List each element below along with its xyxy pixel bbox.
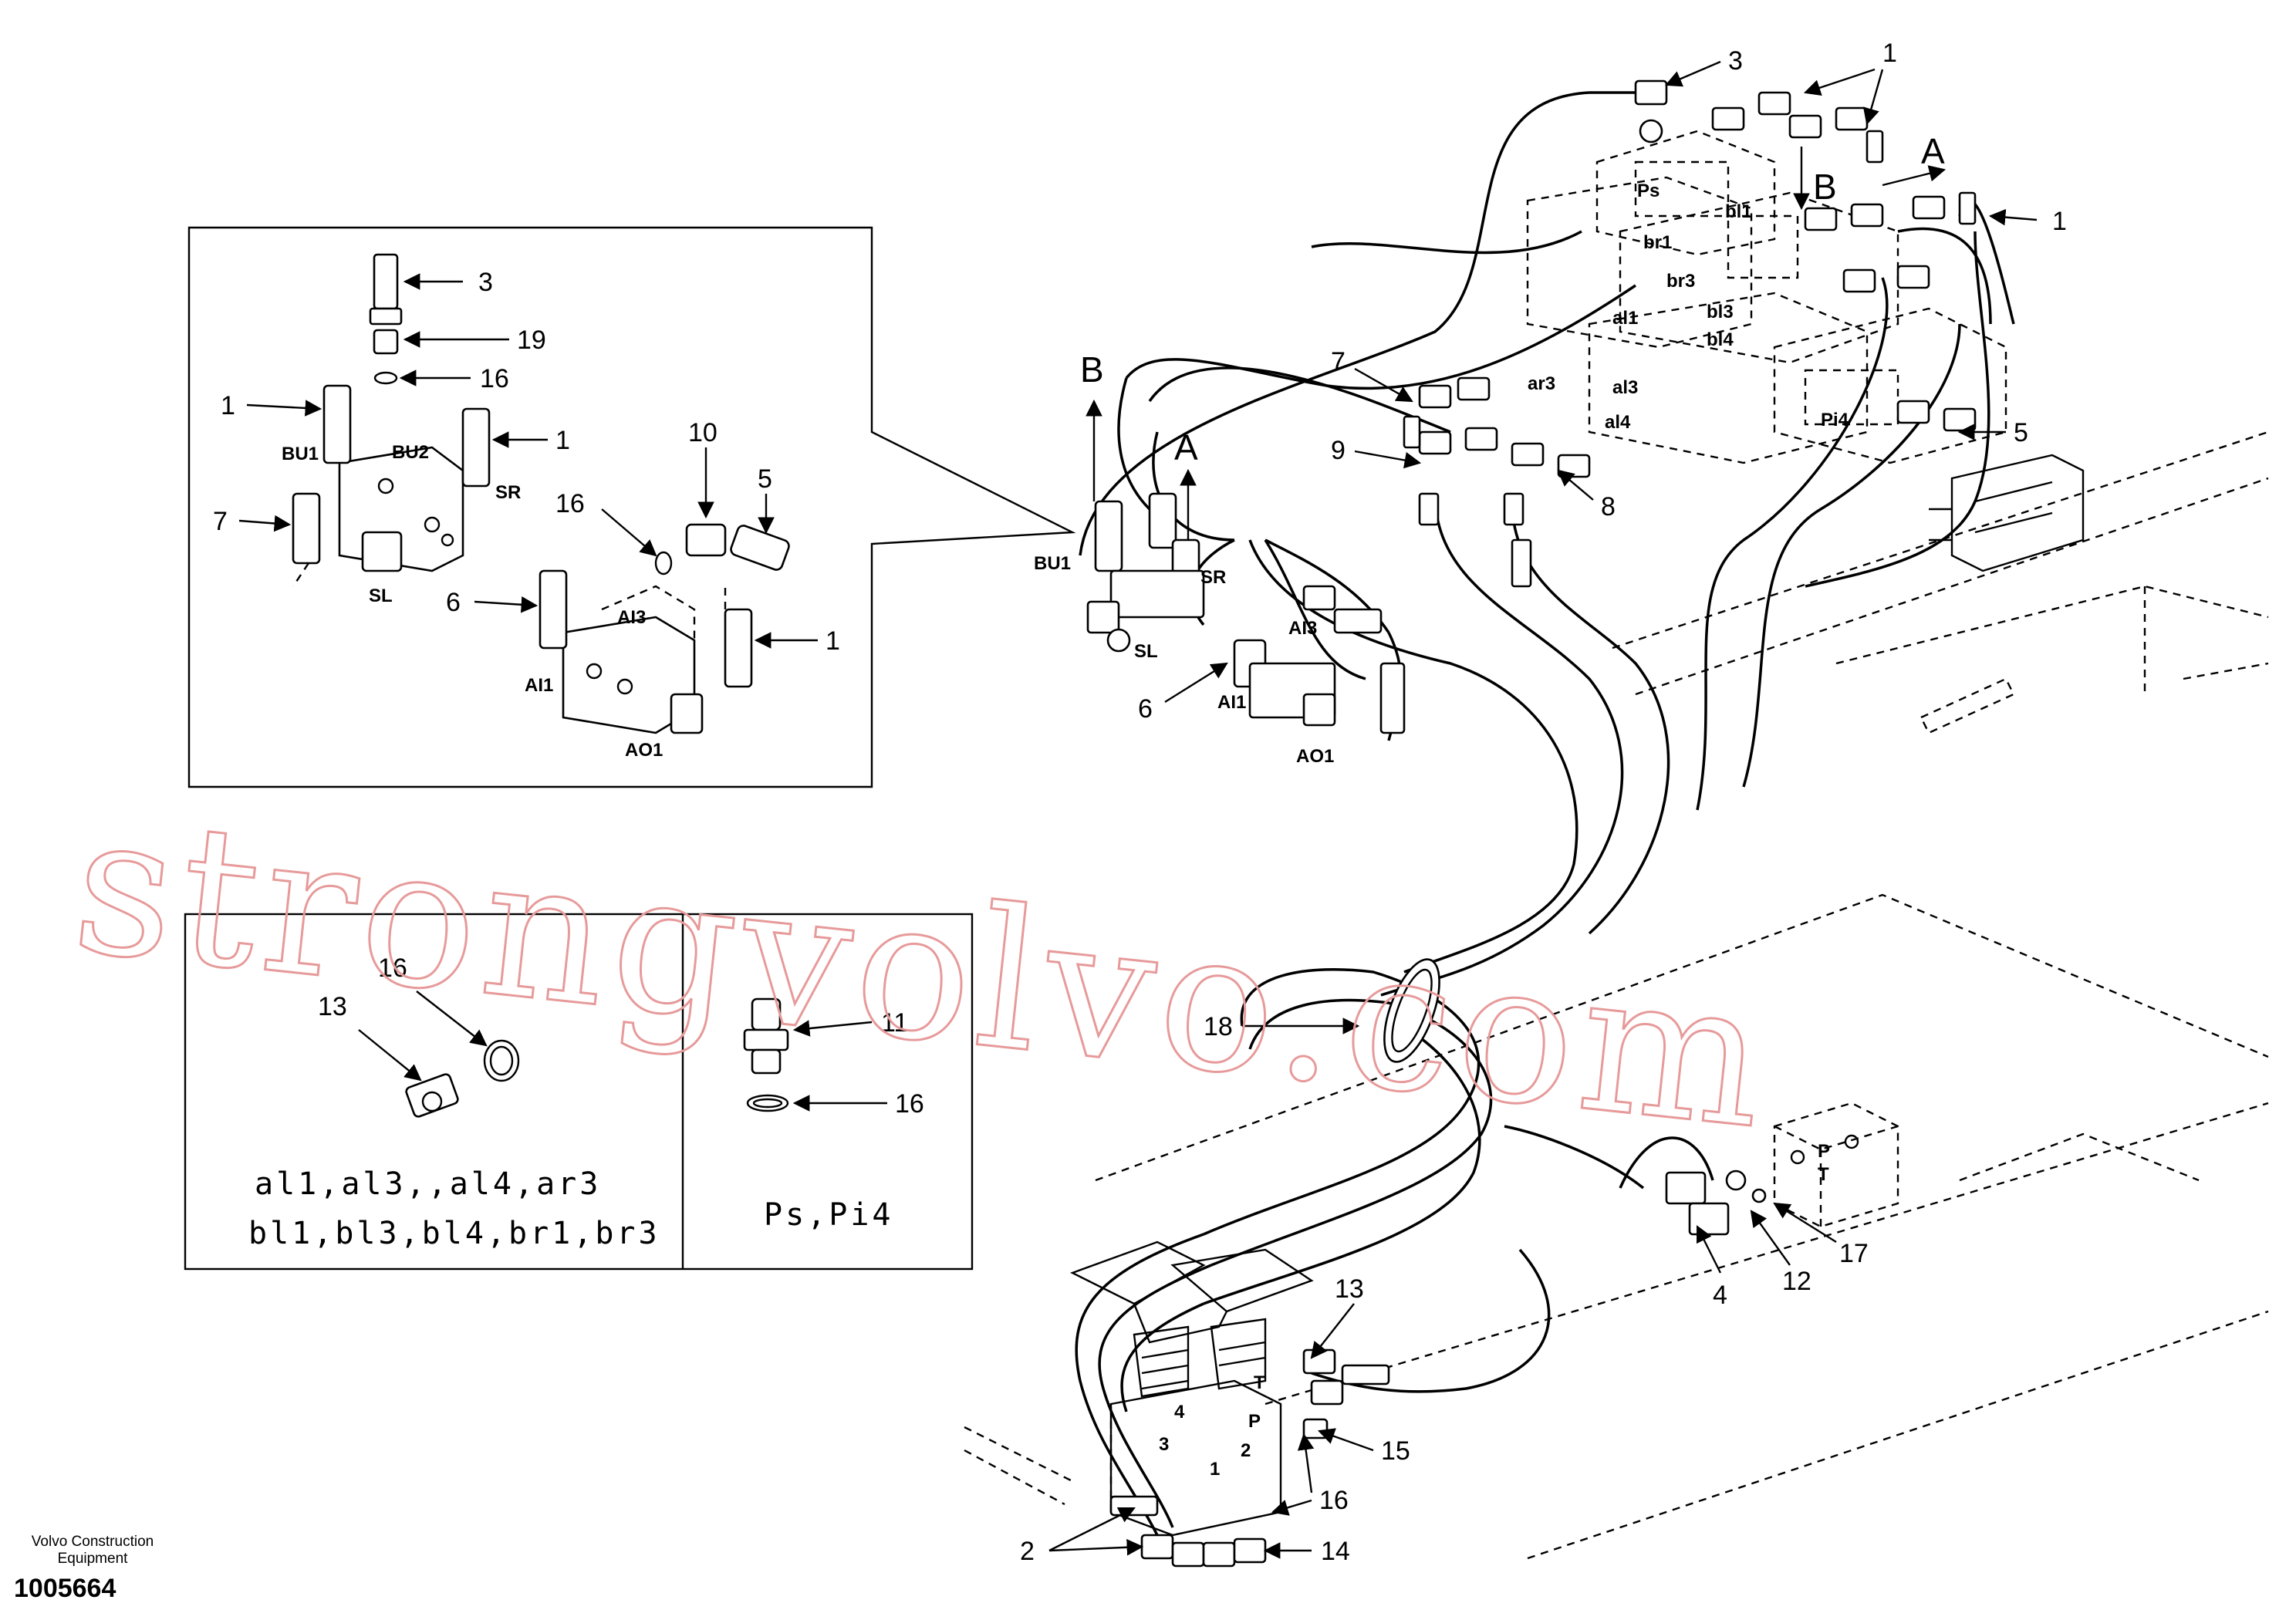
callout-1-inset-bottom: 1 [826, 626, 840, 656]
callout-12: 12 [1782, 1267, 1811, 1296]
hose-clamp [1383, 958, 1440, 1063]
legend-left-line2: bl1,bl3,bl4,br1,br3 [248, 1216, 660, 1251]
callout-1-inset-left: 1 [221, 391, 235, 420]
inset-port-AI3: AI3 [617, 607, 646, 628]
callout-1-right: 1 [2052, 207, 2067, 236]
legend-left-line1: al1,al3,,al4,ar3 [255, 1166, 601, 1202]
main-callouts: 3 1 1 5 7 9 8 6 18 4 12 17 13 15 16 14 2 [1020, 39, 2067, 1566]
port-al1: al1 [1612, 308, 1638, 329]
port-pedal-T: T [1254, 1372, 1265, 1393]
callout-6-main: 6 [1138, 694, 1153, 724]
inset-port-BU2: BU2 [392, 442, 429, 463]
callout-7-main: 7 [1331, 347, 1346, 376]
port-al3: al3 [1612, 377, 1638, 398]
port-pedal-4: 4 [1174, 1402, 1185, 1423]
brand-block: Volvo Construction Equipment [8, 1534, 177, 1568]
port-pedal-1: 1 [1210, 1459, 1220, 1480]
port-shuttle-T: T [1818, 1164, 1829, 1185]
inset-port-SL: SL [369, 586, 393, 606]
drawing-reference-number: 1005664 [14, 1574, 116, 1603]
callout-16-main: 16 [1319, 1486, 1349, 1515]
callout-6-inset: 6 [446, 588, 461, 617]
inset-port-BU1: BU1 [282, 444, 319, 464]
detail-inset: BU1 BU2 SR SL AI1 AI3 AO1 [187, 226, 1076, 788]
travel-pedal-valve [1069, 1240, 1314, 1537]
brand-line1: Volvo Construction [31, 1534, 154, 1550]
port-bl1: bl1 [1725, 201, 1752, 222]
fittings [1086, 79, 1977, 1568]
port-SL: SL [1134, 641, 1158, 662]
inset-port-AO1: AO1 [625, 740, 663, 761]
port-SR: SR [1200, 567, 1226, 588]
callout-16-legend: 16 [378, 953, 407, 983]
legend-right-line1: Ps,Pi4 [764, 1197, 894, 1233]
callout-3-inset: 3 [478, 268, 493, 297]
callout-4: 4 [1713, 1281, 1727, 1310]
port-labels: BU1 SR SL AI1 AI3 AO1 Ps bl1 br1 br3 bl3… [1034, 181, 1849, 1480]
callout-9-main: 9 [1331, 436, 1346, 465]
inset-port-SR: SR [495, 482, 521, 503]
callout-17: 17 [1839, 1239, 1869, 1268]
callout-10: 10 [688, 418, 718, 447]
callout-1-top: 1 [1882, 39, 1897, 68]
shuttle-valve [1773, 1102, 1899, 1228]
callout-5-inset: 5 [758, 464, 772, 494]
port-bl3: bl3 [1707, 302, 1734, 322]
port-pedal-P: P [1248, 1411, 1261, 1432]
legend-panel: 13 16 al1,al3,,al4,ar3 bl1,bl3,bl4,br1,b… [184, 913, 974, 1271]
callout-14: 14 [1321, 1537, 1350, 1566]
callout-11: 11 [881, 1008, 908, 1038]
callout-16-inset-2: 16 [555, 489, 585, 518]
callout-3-main: 3 [1728, 46, 1743, 76]
callout-13-legend: 13 [318, 992, 347, 1021]
hose-bundle [1075, 91, 2015, 1536]
port-pedal-2: 2 [1241, 1440, 1251, 1461]
port-br1: br1 [1643, 232, 1672, 253]
control-valve-block [1526, 130, 2085, 572]
callout-16-legend-2: 16 [895, 1089, 924, 1119]
callout-18: 18 [1204, 1012, 1233, 1041]
arrow-A-label: A [1174, 427, 1198, 467]
machine-frame-outline [964, 430, 2269, 1560]
port-BU1: BU1 [1034, 553, 1071, 574]
port-al4: al4 [1605, 412, 1631, 433]
port-Ps: Ps [1637, 181, 1660, 201]
port-bl4: bl4 [1707, 329, 1734, 350]
port-Pi4: Pi4 [1821, 410, 1849, 430]
direction-arrows: B A B A [1080, 131, 1947, 540]
arrow-B-label-2: B [1813, 167, 1837, 207]
port-pedal-3: 3 [1159, 1434, 1169, 1455]
callout-1-inset-right: 1 [555, 426, 570, 455]
port-AI1: AI1 [1217, 692, 1246, 713]
callout-16-inset: 16 [480, 364, 509, 393]
callout-5-main: 5 [2014, 418, 2028, 447]
callout-13-main: 13 [1335, 1274, 1364, 1304]
callout-8-main: 8 [1601, 492, 1616, 521]
inset-callouts: 3 19 16 1 1 7 6 10 5 16 1 [213, 268, 840, 656]
port-AI3: AI3 [1288, 618, 1317, 639]
callout-7-inset: 7 [213, 507, 228, 536]
callout-2: 2 [1020, 1537, 1035, 1566]
callout-19: 19 [517, 326, 546, 355]
inset-port-AI1: AI1 [525, 675, 553, 696]
callout-15: 15 [1381, 1436, 1410, 1466]
brand-line2: Equipment [57, 1551, 128, 1567]
port-shuttle-P: P [1818, 1141, 1830, 1162]
port-ar3: ar3 [1528, 373, 1555, 394]
arrow-B-label: B [1080, 349, 1104, 390]
port-br3: br3 [1666, 271, 1695, 292]
port-AO1: AO1 [1296, 746, 1334, 767]
arrow-A-label-2: A [1921, 131, 1945, 171]
